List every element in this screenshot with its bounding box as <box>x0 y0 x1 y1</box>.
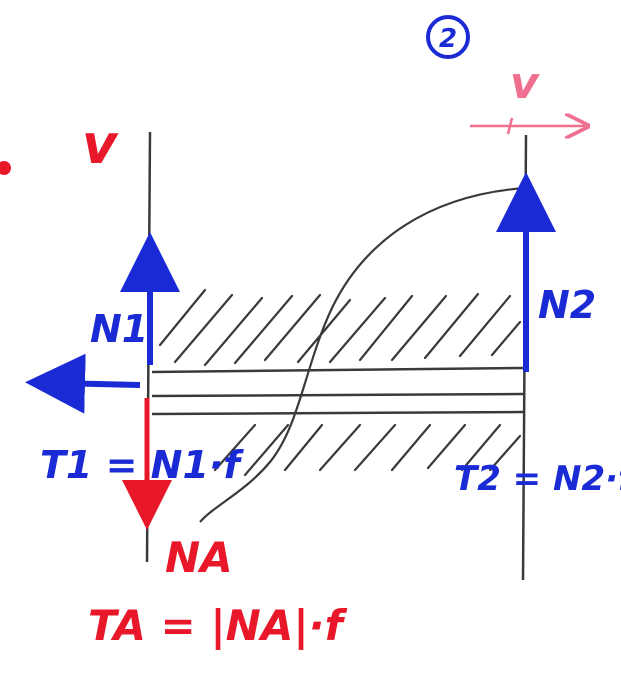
n2-label: N2 <box>538 283 596 327</box>
channel-line-top <box>151 366 525 374</box>
na-label: NA <box>165 533 233 582</box>
v-label-left: v <box>82 113 119 176</box>
v-label-right: v <box>510 58 540 109</box>
t2-label: T2 = N2·f <box>454 459 621 499</box>
n1-label: N1 <box>90 307 148 351</box>
channel-line-mid <box>151 392 525 398</box>
ta-label: TA = |NA|·f <box>88 601 348 650</box>
circled-number-icon <box>426 15 470 59</box>
t1-label: T1 = N1·f <box>40 443 244 487</box>
hatching-lower <box>213 423 522 477</box>
hatching-upper <box>158 288 522 367</box>
channel-line-bottom <box>151 410 525 416</box>
sheet-number: 2 <box>439 24 457 54</box>
velocity-arrow-tick <box>506 117 514 135</box>
t1-arrow <box>25 353 141 414</box>
velocity-profile-curve <box>199 186 526 523</box>
margin-red-dot <box>0 161 11 175</box>
sheet-number-badge: 2 <box>426 15 470 59</box>
